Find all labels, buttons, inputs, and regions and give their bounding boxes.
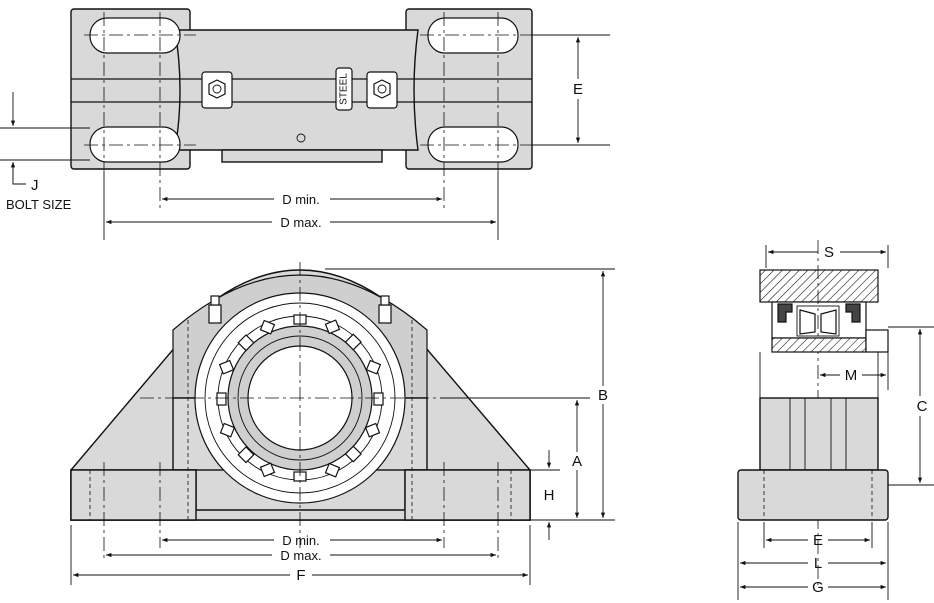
steel-label: STEEL xyxy=(339,73,350,105)
cap-fitting-left-icon xyxy=(208,295,222,324)
dim-e-label-side: E xyxy=(813,532,823,549)
bolt-size-label: BOLT SIZE xyxy=(6,197,72,212)
dim-dmin-label-front: D min. xyxy=(282,533,320,548)
dim-s-label: S xyxy=(824,244,834,261)
dim-a-label: A xyxy=(572,453,582,470)
dim-e-label-top: E xyxy=(573,81,583,98)
grease-fitting-right-icon xyxy=(366,71,398,109)
side-base xyxy=(737,469,889,521)
top-base-strip xyxy=(221,149,383,163)
dim-b-label: B xyxy=(598,387,608,404)
grease-fitting-left-icon xyxy=(201,71,233,109)
side-view: S M C E L G xyxy=(737,240,934,600)
dim-dmax-label-top: D max. xyxy=(280,215,321,230)
top-view: STEEL E J BOLT SIZE D min. D max. xyxy=(0,8,610,240)
dim-g-label: G xyxy=(812,579,824,596)
slot-top-right-lower xyxy=(427,126,519,163)
side-sleeve-section xyxy=(771,337,867,353)
dim-m-label: M xyxy=(845,367,858,384)
side-cap-section xyxy=(759,269,879,303)
dim-dmin-label-top: D min. xyxy=(282,192,320,207)
cap-fitting-right-icon xyxy=(378,295,392,324)
dim-l-label: L xyxy=(814,555,822,572)
front-view: B A H D min. D max. F xyxy=(70,262,615,585)
top-small-hole xyxy=(296,133,306,143)
steel-plate xyxy=(335,67,353,111)
slot-top-left-upper xyxy=(89,17,181,54)
slot-top-left-lower xyxy=(89,126,181,163)
dim-j-label: J xyxy=(31,177,39,194)
dim-dmax-label-front: D max. xyxy=(280,548,321,563)
slot-top-right-upper xyxy=(427,17,519,54)
dim-f-label: F xyxy=(296,567,305,584)
roller-elements xyxy=(216,314,384,482)
dim-c-label: C xyxy=(917,398,928,415)
dim-h-label: H xyxy=(544,487,555,504)
